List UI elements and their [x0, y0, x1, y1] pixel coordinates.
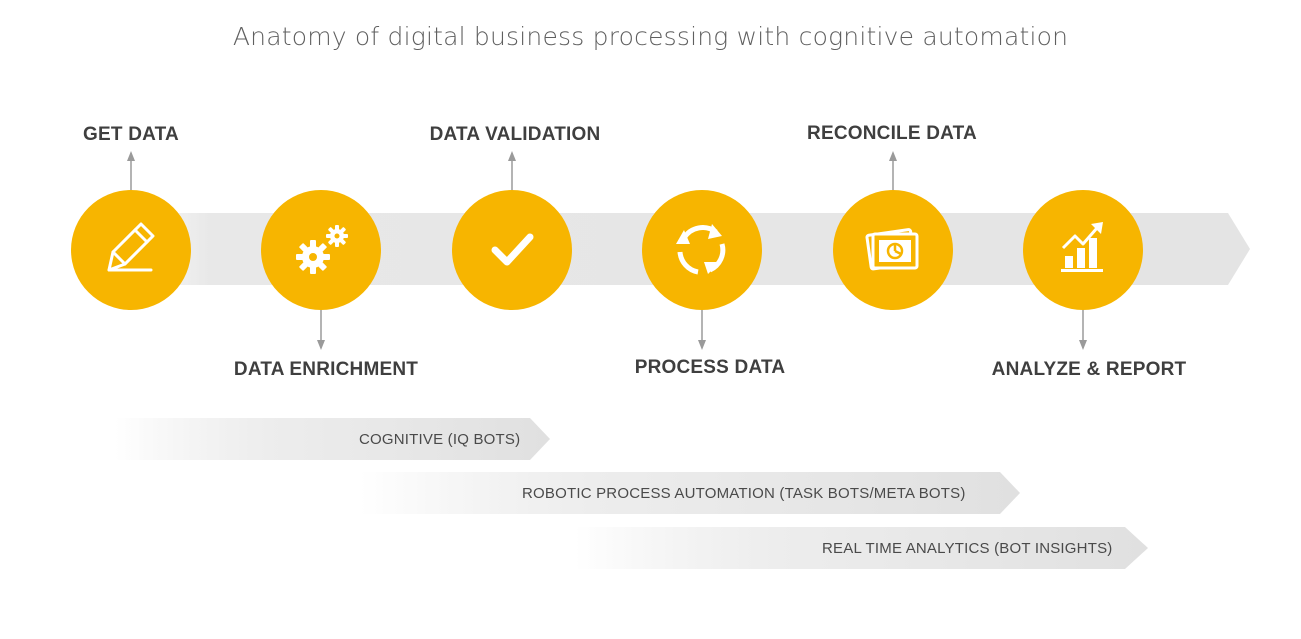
band-arrow-cognitive	[115, 418, 550, 460]
step-label-process-data: PROCESS DATA	[634, 357, 786, 378]
step-label-data-enrichment: DATA ENRICHMENT	[233, 359, 419, 380]
band-label-cognitive: COGNITIVE (IQ BOTS)	[359, 431, 521, 448]
step-label-get-data: GET DATA	[83, 124, 179, 145]
step-circle-get-data	[71, 190, 191, 310]
checkmark-icon	[491, 233, 534, 266]
photo-stack-icon	[865, 228, 919, 271]
band-label-rpa: ROBOTIC PROCESS AUTOMATION (TASK BOTS/ME…	[522, 485, 966, 502]
pencil-icon	[107, 222, 155, 272]
band-arrow-analytics	[575, 527, 1148, 569]
step-label-analyze-report: ANALYZE & REPORT	[991, 359, 1187, 380]
step-label-reconcile-data: RECONCILE DATA	[807, 123, 977, 144]
bar-chart-icon	[1061, 222, 1103, 272]
step-label-data-validation: DATA VALIDATION	[429, 124, 601, 145]
band-arrow-rpa	[360, 472, 1020, 514]
gears-icon	[296, 225, 348, 274]
step-circle-process-data	[642, 190, 762, 310]
step-circle-data-validation	[452, 190, 572, 310]
diagram-title: Anatomy of digital business processing w…	[232, 22, 1069, 51]
band-label-analytics: REAL TIME ANALYTICS (BOT INSIGHTS)	[822, 540, 1113, 557]
cycle-arrows-icon	[676, 224, 726, 275]
